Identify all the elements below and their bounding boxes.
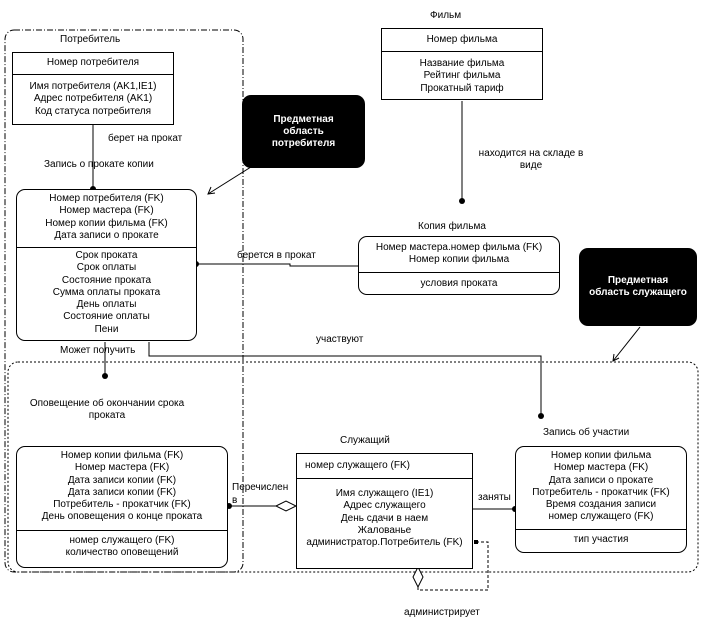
notice-key-2: Дата записи копии (FK) — [67, 474, 177, 486]
participation-key-0: Номер копии фильма — [550, 450, 652, 461]
rental-copy-line — [196, 263, 358, 267]
consumer-attr-section: Имя потребителя (AK1,IE1) Адрес потребит… — [13, 75, 173, 118]
participation-attr-0: тип участия — [573, 534, 629, 545]
consumer-area-callout: Предметная область потребителя — [242, 95, 365, 168]
rel-listed-label: Перечислен в — [232, 482, 289, 506]
rental-attr-6: Пени — [94, 323, 119, 335]
employee-entity[interactable]: номер служащего (FK) Имя служащего (IE1)… — [296, 453, 473, 569]
participation-key-4: Время создания записи — [545, 499, 657, 511]
rel-administers-label: администрирует — [404, 607, 480, 618]
employee-area-outline — [7, 361, 699, 573]
consumer-key-section: Номер потребителя — [13, 53, 173, 75]
employee-attr-4: администратор.Потребитель (FK) — [306, 537, 463, 549]
rental-entity[interactable]: Номер потребителя (FK) Номер мастера (FK… — [16, 189, 197, 341]
notice-key-5: День оповещения о конце проката — [41, 511, 203, 523]
film-attr-1: Рейтинг фильма — [423, 70, 501, 82]
employee-attr-section: Имя служащего (IE1) Адрес служащего День… — [297, 479, 472, 549]
rental-participation-line — [148, 342, 542, 416]
administers-line — [417, 541, 489, 591]
rental-key-3: Дата записи о прокате — [54, 229, 159, 241]
consumer-entity[interactable]: Номер потребителя Имя потребителя (AK1,I… — [12, 52, 174, 125]
copy-key-0: Номер мастера.номер фильма (FK) — [375, 242, 543, 253]
film-attr-section: Название фильма Рейтинг фильма Прокатный… — [382, 52, 542, 95]
film-attr-0: Название фильма — [419, 58, 505, 69]
rel-stored-label: находится на складе в виде — [478, 148, 584, 171]
employee-attr-0: Имя служащего (IE1) — [335, 488, 434, 499]
consumer-title: Потребитель — [60, 34, 121, 45]
copy-title: Копия фильма — [418, 221, 486, 232]
notice-attr-0: номер служащего (FK) — [69, 535, 175, 546]
rental-attr-5: Состояние оплаты — [63, 311, 150, 323]
film-entity[interactable]: Номер фильма Название фильма Рейтинг фил… — [381, 28, 543, 100]
employee-title: Служащий — [340, 435, 390, 446]
film-attr-2: Прокатный тариф — [420, 82, 504, 94]
rental-notice-dot — [102, 373, 108, 379]
rental-key-1: Номер мастера (FK) — [59, 205, 154, 217]
rental-key-2: Номер копии фильма (FK) — [45, 217, 168, 229]
employee-attr-2: День сдачи в наем — [340, 512, 429, 524]
participation-title: Запись об участии — [543, 427, 630, 438]
rel-participate-label: участвуют — [316, 334, 364, 345]
rental-attr-3: Сумма оплаты проката — [52, 286, 161, 298]
copy-attr-0: условия проката — [420, 278, 498, 289]
film-key-section: Номер фильма — [382, 29, 542, 52]
notice-key-3: Дата записи копии (FK) — [67, 486, 177, 498]
notice-key-4: Потребитель - прокатчик (FK) — [53, 499, 191, 511]
notice-key-0: Номер копии фильма (FK) — [60, 450, 184, 461]
rel-can-receive-label: Может получить — [60, 345, 136, 356]
film-title: Фильм — [430, 10, 462, 21]
employee-attr-3: Жалованье — [357, 524, 412, 536]
copy-key-1: Номер копии фильма — [408, 254, 510, 266]
participation-entity[interactable]: Номер копии фильма Номер мастера (FK) Да… — [515, 446, 687, 553]
consumer-callout-arrowhead — [207, 186, 216, 195]
participation-key-section: Номер копии фильма Номер мастера (FK) Да… — [516, 447, 686, 530]
notice-title: Оповещение об окончании срока проката — [29, 398, 185, 421]
rental-key-0: Номер потребителя (FK) — [49, 193, 164, 204]
notice-key-section: Номер копии фильма (FK) Номер мастера (F… — [17, 447, 227, 531]
consumer-attr-1: Адрес потребителя (AK1) — [33, 93, 153, 105]
rel-busy-label: заняты — [478, 492, 511, 503]
notice-attr-1: количество оповещений — [65, 547, 179, 559]
rel-rented-label: берется в прокат — [237, 250, 316, 261]
employee-key-0: номер служащего (FK) — [305, 460, 410, 471]
employee-callout-arrowhead — [612, 353, 620, 362]
employee-area-callout: Предметная область служащего — [579, 248, 697, 326]
participation-key-1: Номер мастера (FK) — [553, 462, 649, 474]
rental-attr-1: Срок оплаты — [76, 262, 137, 274]
administers-diamond — [412, 565, 424, 589]
rental-attr-0: Срок проката — [75, 250, 138, 261]
copy-key-section: Номер мастера.номер фильма (FK) Номер ко… — [359, 237, 559, 273]
employee-callout-arrow — [612, 326, 641, 362]
notice-entity[interactable]: Номер копии фильма (FK) Номер мастера (F… — [16, 446, 228, 568]
consumer-attr-0: Имя потребителя (AK1,IE1) — [29, 81, 157, 92]
rel-takes-label: берет на прокат — [108, 133, 183, 144]
participation-key-3: Потребитель - прокатчик (FK) — [532, 486, 670, 498]
rental-attr-section: Срок проката Срок оплаты Состояние прока… — [17, 248, 196, 336]
participation-key-2: Дата записи о прокате — [548, 474, 654, 486]
employee-key-section: номер служащего (FK) — [297, 454, 472, 479]
film-copy-dot — [459, 198, 465, 204]
administers-endpoint — [474, 540, 478, 544]
rental-key-section: Номер потребителя (FK) Номер мастера (FK… — [17, 190, 196, 248]
consumer-attr-2: Код статуса потребителя — [34, 105, 152, 117]
rental-participation-dot — [538, 413, 544, 419]
employee-attr-1: Адрес служащего — [343, 500, 426, 512]
rental-title: Запись о прокате копии — [44, 159, 154, 170]
rental-attr-2: Состояние проката — [61, 274, 152, 286]
copy-entity[interactable]: Номер мастера.номер фильма (FK) Номер ко… — [358, 236, 560, 295]
film-key-0: Номер фильма — [426, 34, 498, 45]
rental-attr-4: День оплаты — [76, 299, 137, 311]
notice-attr-section: номер служащего (FK) количество оповещен… — [17, 531, 227, 560]
consumer-area-outline — [4, 29, 244, 573]
copy-attr-section: условия проката — [359, 273, 559, 290]
consumer-key-0: Номер потребителя — [46, 57, 140, 68]
participation-attr-section: тип участия — [516, 530, 686, 546]
participation-key-5: номер служащего (FK) — [548, 511, 654, 523]
notice-key-1: Номер мастера (FK) — [74, 462, 170, 474]
